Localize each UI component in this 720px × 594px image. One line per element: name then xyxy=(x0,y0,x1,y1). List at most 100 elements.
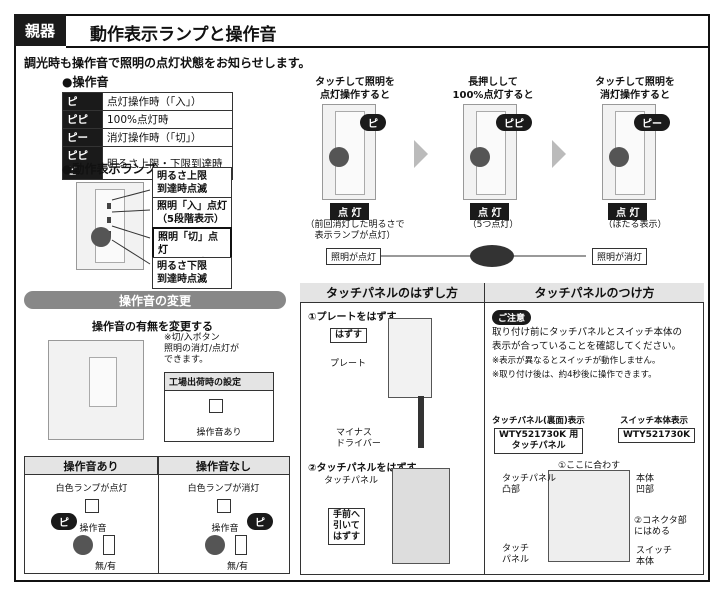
attach-illustration xyxy=(548,470,630,562)
light-bulb-icon xyxy=(470,245,514,267)
panel-label: タッチパネル xyxy=(324,476,379,486)
lamp-label-on: 照明「入」点灯 （5段階表示） xyxy=(152,197,232,229)
step3-status: 点 灯 xyxy=(608,203,648,220)
without-sound-label: 操作音 xyxy=(211,524,239,534)
lamp-on-icon xyxy=(85,499,99,513)
without-sound-desc: 白色ランプが消灯 xyxy=(187,484,260,494)
step1-status: 点 灯 xyxy=(330,203,370,220)
title-rule xyxy=(66,46,710,48)
attach-note-3: ※表示が異なるとスイッチが動作しません。 xyxy=(492,356,661,366)
switch-illustration xyxy=(76,182,144,270)
lamp-heading: ●動作表示ランプ xyxy=(62,162,157,176)
chevron-right-icon xyxy=(414,140,428,168)
panel-removal-illustration xyxy=(392,468,450,564)
note-tag: ご注意 xyxy=(492,310,532,325)
align-label: ①ここに合わす xyxy=(558,461,621,471)
concave-label: 本体 凹部 xyxy=(636,474,655,495)
sound-desc: 100%点灯時 xyxy=(102,110,233,129)
step2-caption: 長押しして 100%点灯すると xyxy=(452,77,534,101)
lamp-square-icon xyxy=(209,399,223,413)
convex-label: タッチパネル 凸部 xyxy=(502,474,557,495)
step2-note: （5つ点灯） xyxy=(467,220,519,230)
chevron-right-icon xyxy=(552,140,566,168)
panel-back-label: タッチパネル(裏面)表示 xyxy=(492,416,585,426)
with-sound-desc: 白色ランプが点灯 xyxy=(55,484,128,494)
plate-label: プレート xyxy=(330,359,367,369)
step2-sound-bubble: ピピ xyxy=(496,114,532,131)
page-frame xyxy=(14,14,710,582)
attach-note-2: 表示が合っていることを確認してください。 xyxy=(492,341,681,352)
page-title: 動作表示ランプと操作音 xyxy=(90,25,277,45)
removal-header: タッチパネルのはずし方 xyxy=(300,283,484,303)
lamp-off-icon xyxy=(217,499,231,513)
sound-change-subhead: 操作音の有無を変更する xyxy=(92,320,213,333)
sound-heading: ●操作音 xyxy=(62,75,109,89)
finger-icon xyxy=(609,147,629,167)
without-sound-switch-label: 無/有 xyxy=(227,562,249,572)
step2-switch xyxy=(463,104,517,200)
lamp-label-lower: 明るさ下限 到達時点滅 xyxy=(152,257,232,289)
finger-icon xyxy=(91,227,111,247)
screwdriver-icon xyxy=(418,396,424,448)
sound-desc: 消灯操作時（「切」） xyxy=(102,128,233,147)
without-sound-bubble: ピ xyxy=(247,513,273,530)
table-row: ピー消灯操作時（「切」） xyxy=(62,128,233,147)
factory-setting-caption: 操作音あり xyxy=(196,428,242,438)
panel-code: WTY521730K 用 タッチパネル xyxy=(494,428,584,454)
lamp-label-upper: 明るさ上限 到達時点滅 xyxy=(152,167,232,199)
factory-setting-box: 工場出荷時の設定 操作音あり xyxy=(164,372,274,442)
switch-side-illustration xyxy=(48,340,144,440)
step2-status: 点 灯 xyxy=(470,203,510,220)
finger-icon xyxy=(470,147,490,167)
sound-key: ピー xyxy=(62,128,103,147)
attach-note-1: 取り付け前にタッチパネルとスイッチ本体の xyxy=(492,327,683,338)
section-tag: 親器 xyxy=(14,14,66,46)
sound-toggle-on[interactable] xyxy=(103,535,115,555)
table-row: ピ点灯操作時（「入」） xyxy=(62,92,233,111)
touch-panel-label: タッチ パネル xyxy=(502,544,530,565)
removal-step2: ②タッチパネルをはずす xyxy=(308,463,417,474)
sound-desc: 点灯操作時（「入」） xyxy=(102,92,233,111)
attach-header: タッチパネルのつけ方 xyxy=(485,283,704,303)
finger-icon xyxy=(205,535,225,555)
attach-note-4: ※取り付け後は、約4秒後に操作できます。 xyxy=(492,370,657,380)
with-sound-switch-label: 無/有 xyxy=(95,562,117,572)
sound-change-header: 操作音の変更 xyxy=(24,291,286,309)
body-code: WTY521730K xyxy=(618,428,696,443)
step1-note: （前回消灯した明るさで 表示ランプが点灯） xyxy=(305,220,405,241)
attach-notes: 取り付け前にタッチパネルとスイッチ本体の 表示が合っていることを確認してください… xyxy=(492,326,682,382)
sound-key: ピ xyxy=(62,92,103,111)
lighting-on-label: 照明が点灯 xyxy=(326,248,382,265)
with-sound-bubble: ピ xyxy=(51,513,77,530)
sound-key: ピピピ xyxy=(62,146,103,180)
sound-compare: 操作音あり 操作音なし 白色ランプが点灯 白色ランプが消灯 ピ ピ 操作音 操作… xyxy=(24,456,290,574)
step3-caption: タッチして照明を 消灯操作すると xyxy=(595,77,675,101)
touch-panel-divider xyxy=(484,283,485,575)
body-label: スイッチ本体表示 xyxy=(620,416,689,426)
pull-label: 手前へ 引いて はずす xyxy=(328,508,366,545)
removal-step1: ①プレートをはずす xyxy=(308,312,397,323)
step1-sound-bubble: ピ xyxy=(360,114,386,131)
sound-key: ピピ xyxy=(62,110,103,129)
step3-sound-bubble: ピー xyxy=(634,114,670,131)
with-sound-label: 操作音 xyxy=(79,524,107,534)
intro-text: 調光時も操作音で照明の点灯状態をお知らせします。 xyxy=(24,56,311,70)
without-sound-head: 操作音なし xyxy=(158,457,289,475)
factory-setting-label: 工場出荷時の設定 xyxy=(165,373,273,391)
switch-body-label: スイッチ 本体 xyxy=(636,546,673,567)
step3-note: （ほたる表示） xyxy=(603,220,667,230)
plate-illustration xyxy=(388,318,432,398)
remove-label: はずす xyxy=(330,328,368,343)
finger-icon xyxy=(73,535,93,555)
connector-label: ②コネクタ部 にはめる xyxy=(634,516,687,537)
with-sound-head: 操作音あり xyxy=(25,457,158,475)
lighting-off-label: 照明が消灯 xyxy=(592,248,648,265)
finger-icon xyxy=(329,147,349,167)
step1-caption: タッチして照明を 点灯操作すると xyxy=(315,77,395,101)
lamp-leader-lines xyxy=(111,189,151,265)
sound-toggle-off[interactable] xyxy=(235,535,247,555)
driver-label: マイナス ドライバー xyxy=(336,428,381,449)
button-note: ※切/入ボタン 照明の消灯/点灯が できます。 xyxy=(164,333,240,365)
